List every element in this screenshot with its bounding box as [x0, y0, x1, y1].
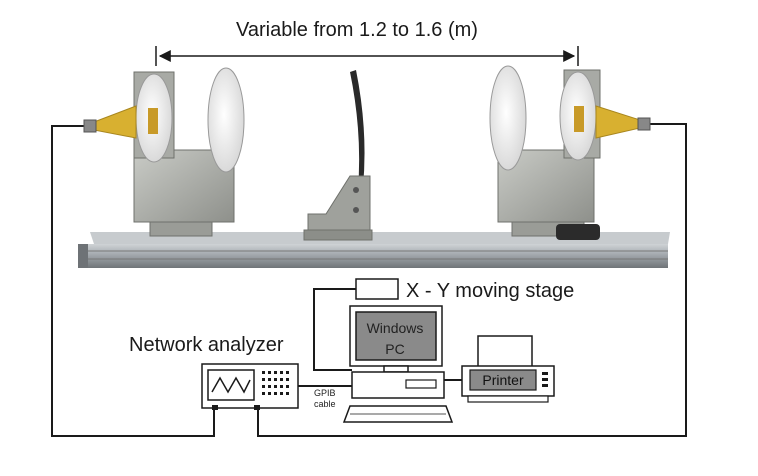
xy-stage-controller: [355, 278, 399, 300]
left-antenna-assembly: [83, 67, 245, 237]
gpib-label-line2: cable: [314, 399, 336, 409]
pc-label: Windows PC: [358, 318, 432, 360]
xy-stage-label: X - Y moving stage: [406, 280, 575, 302]
gpib-cable-label: GPIB cable: [314, 388, 354, 410]
center-sample-holder: [303, 70, 373, 241]
distance-dimension: [155, 46, 579, 66]
distance-label: Variable from 1.2 to 1.6 (m): [236, 19, 478, 41]
pc-label-line2: PC: [385, 341, 405, 357]
gpib-label-line1: GPIB: [314, 388, 336, 398]
right-antenna-assembly: [489, 65, 651, 240]
pc-label-line1: Windows: [366, 320, 424, 336]
network-analyzer-label: Network analyzer: [129, 334, 284, 356]
coax-cables: [51, 123, 687, 437]
windows-pc: [342, 305, 454, 423]
printer: [461, 335, 555, 403]
printer-label: Printer: [482, 372, 524, 388]
network-analyzer: [201, 363, 299, 410]
